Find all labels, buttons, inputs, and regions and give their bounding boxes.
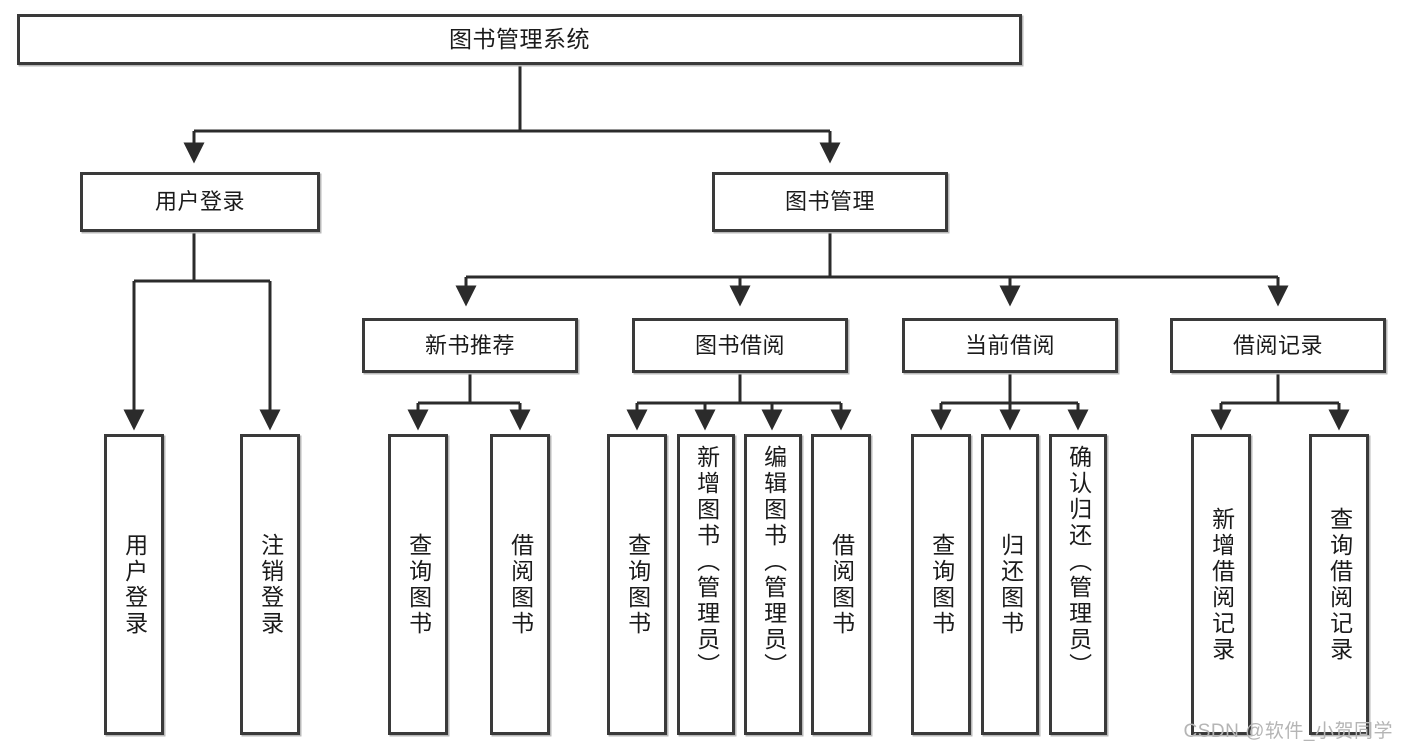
node-label: 归还图书: [997, 532, 1024, 637]
node-user-login[interactable]: 用户登录: [80, 172, 320, 232]
node-label: 新增借阅记录: [1208, 506, 1235, 663]
leaf-logout[interactable]: 注销登录: [240, 434, 300, 735]
leaf-edit-book[interactable]: 编辑图书（管理员）: [744, 434, 802, 735]
node-new-book-recommend[interactable]: 新书推荐: [362, 318, 578, 373]
node-label: 图书借阅: [694, 332, 785, 358]
node-label: 查询借阅记录: [1326, 506, 1353, 663]
leaf-user-login[interactable]: 用户登录: [104, 434, 164, 735]
leaf-query-book-3[interactable]: 查询图书: [911, 434, 971, 735]
leaf-query-record[interactable]: 查询借阅记录: [1309, 434, 1369, 735]
node-borrow-record[interactable]: 借阅记录: [1170, 318, 1386, 373]
node-label: 借阅记录: [1232, 332, 1323, 358]
leaf-query-book-1[interactable]: 查询图书: [388, 434, 448, 735]
node-label: 查询图书: [928, 532, 955, 637]
node-label: 借阅图书: [828, 532, 855, 637]
leaf-borrow-book-2[interactable]: 借阅图书: [811, 434, 871, 735]
leaf-confirm-return[interactable]: 确认归还（管理员）: [1049, 434, 1107, 735]
node-label: 借阅图书: [507, 532, 534, 637]
node-root-book-management-system[interactable]: 图书管理系统: [17, 14, 1022, 65]
node-label: 用户登录: [121, 532, 148, 637]
node-book-borrow[interactable]: 图书借阅: [632, 318, 848, 373]
node-label: 查询图书: [405, 532, 432, 637]
node-current-borrow[interactable]: 当前借阅: [902, 318, 1118, 373]
node-label: 用户登录: [154, 189, 245, 215]
leaf-query-book-2[interactable]: 查询图书: [607, 434, 667, 735]
node-label: 图书管理: [784, 189, 875, 215]
node-label: 图书管理系统: [449, 25, 590, 52]
leaf-borrow-book-1[interactable]: 借阅图书: [490, 434, 550, 735]
node-label: 注销登录: [257, 532, 284, 637]
node-book-management[interactable]: 图书管理: [712, 172, 948, 232]
leaf-return-book[interactable]: 归还图书: [981, 434, 1039, 735]
node-label: 当前借阅: [964, 332, 1055, 358]
node-label: 确认归还（管理员）: [1065, 445, 1092, 679]
node-label: 编辑图书（管理员）: [760, 445, 787, 679]
csdn-watermark: CSDN @软件_小贺同学: [1183, 721, 1393, 742]
node-label: 查询图书: [624, 532, 651, 637]
leaf-add-record[interactable]: 新增借阅记录: [1191, 434, 1251, 735]
node-label: 新书推荐: [424, 332, 515, 358]
node-label: 新增图书（管理员）: [693, 445, 720, 679]
leaf-add-book[interactable]: 新增图书（管理员）: [677, 434, 735, 735]
